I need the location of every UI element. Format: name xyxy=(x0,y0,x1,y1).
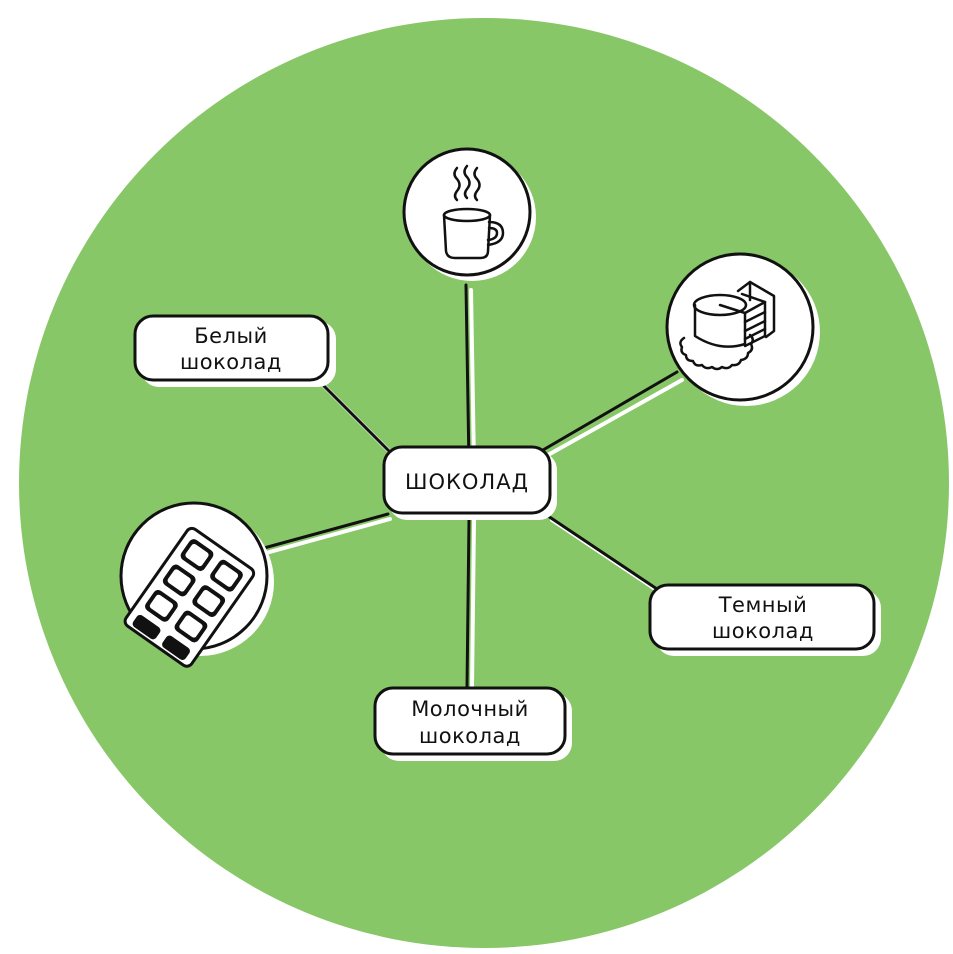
cake-icon xyxy=(679,280,776,371)
connector-milk xyxy=(465,518,476,690)
milk-chocolate-line1: Молочный xyxy=(411,697,529,721)
hot-drink-icon xyxy=(442,164,505,260)
connector-bar xyxy=(262,512,392,555)
node-chocolate-bar xyxy=(119,501,274,668)
connector-cake xyxy=(541,370,684,457)
node-white-chocolate: Белый шоколад xyxy=(133,314,336,387)
connectors xyxy=(262,283,684,690)
center-node: ШОКОЛАД xyxy=(382,445,557,520)
node-cake xyxy=(665,252,820,406)
dark-chocolate-line2: шоколад xyxy=(712,619,814,643)
node-dark-chocolate: Темный шоколад xyxy=(648,583,881,656)
white-chocolate-line2: шоколад xyxy=(180,350,282,374)
node-milk-chocolate: Молочный шоколад xyxy=(373,686,572,761)
connector-white xyxy=(314,376,396,458)
white-chocolate-line1: Белый xyxy=(194,324,267,348)
chocolate-bar-icon xyxy=(123,526,256,668)
center-label: ШОКОЛАД xyxy=(405,470,529,494)
connector-drink xyxy=(464,283,476,467)
connector-dark xyxy=(546,514,666,597)
node-hot-drink xyxy=(402,147,536,281)
milk-chocolate-line2: шоколад xyxy=(419,724,521,748)
dark-chocolate-line1: Темный xyxy=(718,593,808,617)
